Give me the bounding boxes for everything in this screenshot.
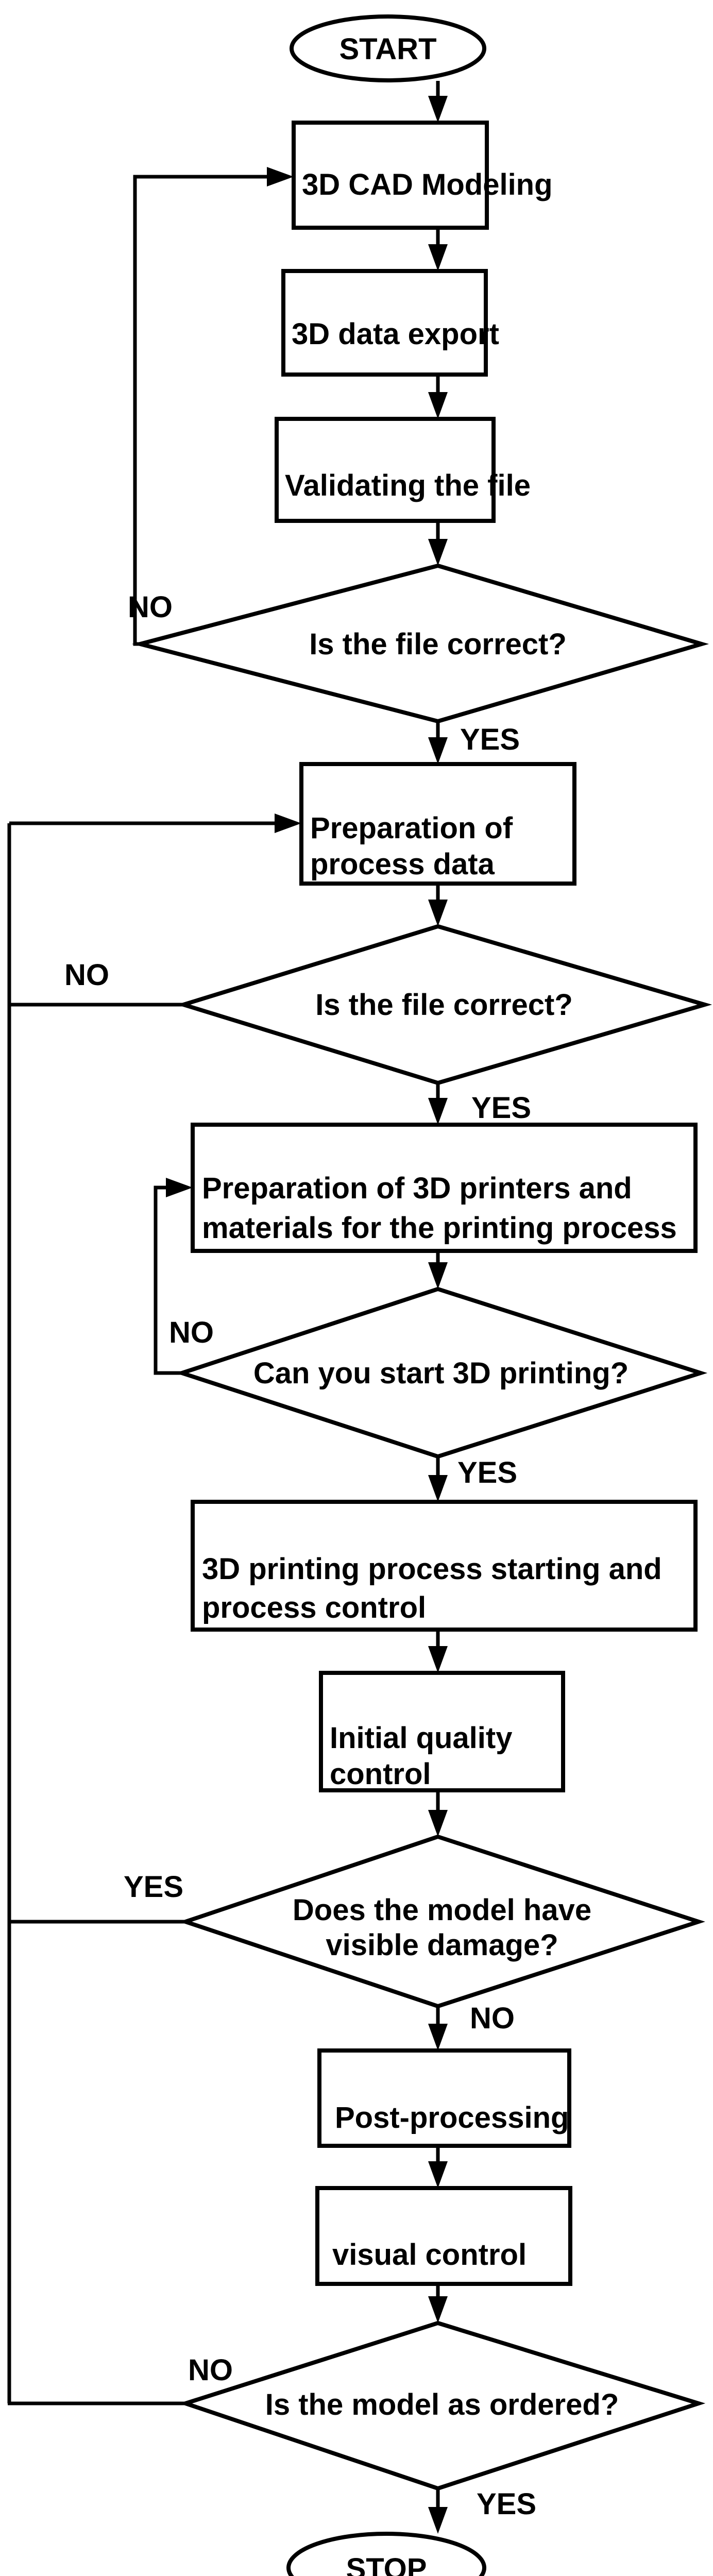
process-initial-quality-control	[319, 1671, 565, 1792]
arrowhead-loop-into-prepprinters-left	[166, 1178, 193, 1197]
arrowhead-into-printing	[428, 1475, 448, 1502]
d4-label-line1: Does the model have	[293, 1893, 591, 1927]
start-terminator	[290, 14, 486, 82]
prepdata-label-line1: Preparation of	[310, 811, 513, 845]
prepprinters-label-line1: Preparation of 3D printers and	[202, 1172, 632, 1205]
arrowhead-into-cad	[428, 96, 448, 123]
edge-labels: NO YES NO YES NO YES YES NO NO YES	[64, 590, 536, 2521]
decision-model-as-ordered	[179, 2320, 706, 2491]
stop-label: STOP	[346, 2552, 427, 2576]
arrowhead-into-validate	[428, 392, 448, 419]
process-printing-start-control	[191, 1500, 698, 1632]
shapes	[132, 14, 712, 2576]
arrowhead-rail-into-prepdata-left	[275, 814, 301, 833]
arrowhead-into-export	[428, 244, 448, 271]
d2-label: Is the file correct?	[315, 988, 573, 1022]
arrowhead-into-post	[428, 2024, 448, 2050]
process-visual-control	[315, 2186, 572, 2286]
d4-yes-label: YES	[124, 1870, 183, 1904]
arrowhead-into-d2	[428, 900, 448, 926]
arrowhead-into-d5	[428, 2296, 448, 2323]
decision-can-start-printing	[175, 1286, 708, 1459]
start-label: START	[339, 32, 436, 66]
visual-label: visual control	[332, 2238, 527, 2272]
d2-yes-label: YES	[471, 1091, 531, 1125]
d4-no-label: NO	[470, 2002, 515, 2035]
process-post-processing	[317, 2048, 571, 2148]
d4-label-line2: visible damage?	[326, 1928, 558, 1962]
arrowhead-into-prepdata-top	[428, 737, 448, 764]
post-label: Post-processing	[335, 2101, 569, 2134]
d3-label: Can you start 3D printing?	[253, 1357, 629, 1390]
decision-visible-damage	[179, 1834, 705, 2009]
d5-label: Is the model as ordered?	[265, 2388, 619, 2421]
prepprinters-label-line2: materials for the printing process	[202, 1211, 677, 1245]
arrowhead-into-d1	[428, 539, 448, 566]
process-validating-file	[275, 417, 496, 523]
process-preparation-process-data	[299, 762, 576, 886]
node-labels: START 3D CAD Modeling 3D data export Val…	[202, 32, 677, 2576]
cad-label: 3D CAD Modeling	[302, 168, 553, 201]
connectors	[7, 81, 440, 2511]
loop-d1-no-to-cad	[133, 175, 269, 646]
process-data-export	[281, 269, 488, 377]
printing-label-line1: 3D printing process starting and	[202, 1552, 662, 1586]
process-cad-modeling	[292, 121, 489, 230]
stop-terminator	[286, 2532, 486, 2576]
d1-yes-label: YES	[460, 723, 520, 756]
process-preparation-printers	[191, 1123, 698, 1253]
arrowhead-into-d4	[428, 1810, 448, 1837]
arrowhead-into-stop	[428, 2507, 448, 2534]
iqc-label-line2: control	[330, 1757, 431, 1791]
validate-label: Validating the file	[285, 469, 531, 502]
d3-yes-label: YES	[457, 1456, 517, 1489]
d5-no-label: NO	[188, 2353, 233, 2387]
iqc-label-line1: Initial quality	[330, 1721, 513, 1755]
arrowheads	[166, 96, 448, 2534]
export-label: 3D data export	[292, 317, 499, 351]
loop-d3-no-to-prepprinters	[154, 1185, 182, 1375]
printing-label-line2: process control	[202, 1591, 426, 1624]
d1-label: Is the file correct?	[309, 628, 567, 661]
d3-no-label: NO	[169, 1316, 214, 1349]
decision-file-correct-1	[132, 563, 709, 724]
arrowhead-into-prepprinters-top	[428, 1098, 448, 1125]
prepdata-label-line2: process data	[310, 848, 495, 881]
arrowhead-into-iqc	[428, 1646, 448, 1673]
decision-file-correct-2	[176, 924, 712, 1086]
arrowhead-loop-into-cad-left	[267, 167, 294, 187]
d2-no-label: NO	[64, 958, 109, 992]
d5-yes-label: YES	[477, 2487, 536, 2521]
arrowhead-into-d3	[428, 1262, 448, 1289]
arrowhead-into-visual	[428, 2161, 448, 2188]
d1-no-label: NO	[128, 590, 173, 624]
